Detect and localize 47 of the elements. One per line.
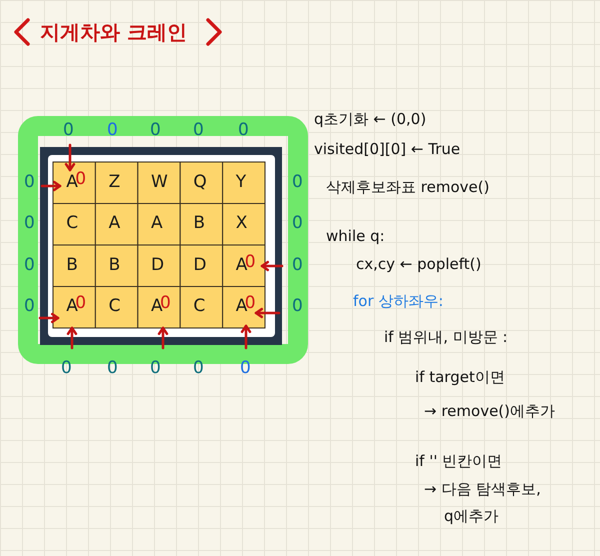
cell-letter: C xyxy=(108,298,120,316)
zero-mark: 0 xyxy=(107,360,118,377)
cell-letter: D xyxy=(193,256,206,274)
zero-mark: 0 xyxy=(63,122,74,139)
cell-letter: Z xyxy=(108,174,120,191)
cell-letter: A xyxy=(108,215,120,232)
zero-mark: 0 xyxy=(24,298,35,316)
zero-mark: 0 xyxy=(292,215,303,232)
code-line: → remove()에추가 xyxy=(424,404,556,419)
title-text: 지게차와 크레인 xyxy=(40,22,187,42)
cell-letter: D xyxy=(151,256,164,274)
cell-letter: C xyxy=(66,215,78,232)
cell-letter: A xyxy=(151,298,163,316)
cell-letter: B xyxy=(66,256,78,274)
cell-letter: C xyxy=(193,298,206,316)
cell-letter: X xyxy=(236,215,248,232)
cell-letter: B xyxy=(193,215,206,232)
zero-mark: 0 xyxy=(24,215,35,232)
code-line: while q: xyxy=(326,229,385,244)
zero-mark: 0 xyxy=(292,174,303,191)
code-line: → 다음 탐색후보, xyxy=(424,482,541,497)
zero-mark: 0 xyxy=(150,122,161,139)
code-line: visited[0][0] ← True xyxy=(314,142,460,157)
zero-mark: 0 xyxy=(292,298,303,316)
code-line: for 상하좌우: xyxy=(353,294,444,309)
cell-letter: W xyxy=(151,174,168,191)
code-line: if target이면 xyxy=(415,370,505,385)
code-line: 삭제후보좌표 remove() xyxy=(326,180,490,195)
zero-mark: 0 xyxy=(193,122,204,139)
zero-mark: 0 xyxy=(24,256,35,274)
code-line: if 범위내, 미방문 : xyxy=(384,330,508,345)
cell-letter: A xyxy=(151,215,163,232)
code-line: q에추가 xyxy=(444,509,499,524)
cell-letter: Q xyxy=(193,174,207,191)
cell-letter: B xyxy=(108,256,120,274)
code-line: q초기화 ← (0,0) xyxy=(314,112,426,127)
zero-mark: 0 xyxy=(150,360,161,377)
zero-mark: 0 xyxy=(61,360,72,377)
cell-letter: Y xyxy=(236,174,246,191)
zero-mark: 0 xyxy=(292,256,303,274)
code-line: if '' 빈칸이면 xyxy=(415,454,502,469)
zero-mark: 0 xyxy=(193,360,204,377)
code-line: cx,cy ← popleft() xyxy=(356,257,482,272)
zero-mark: 0 xyxy=(107,122,118,139)
zero-mark: 0 xyxy=(240,360,251,377)
zero-mark: 0 xyxy=(24,174,35,191)
zero-mark: 0 xyxy=(238,122,249,139)
